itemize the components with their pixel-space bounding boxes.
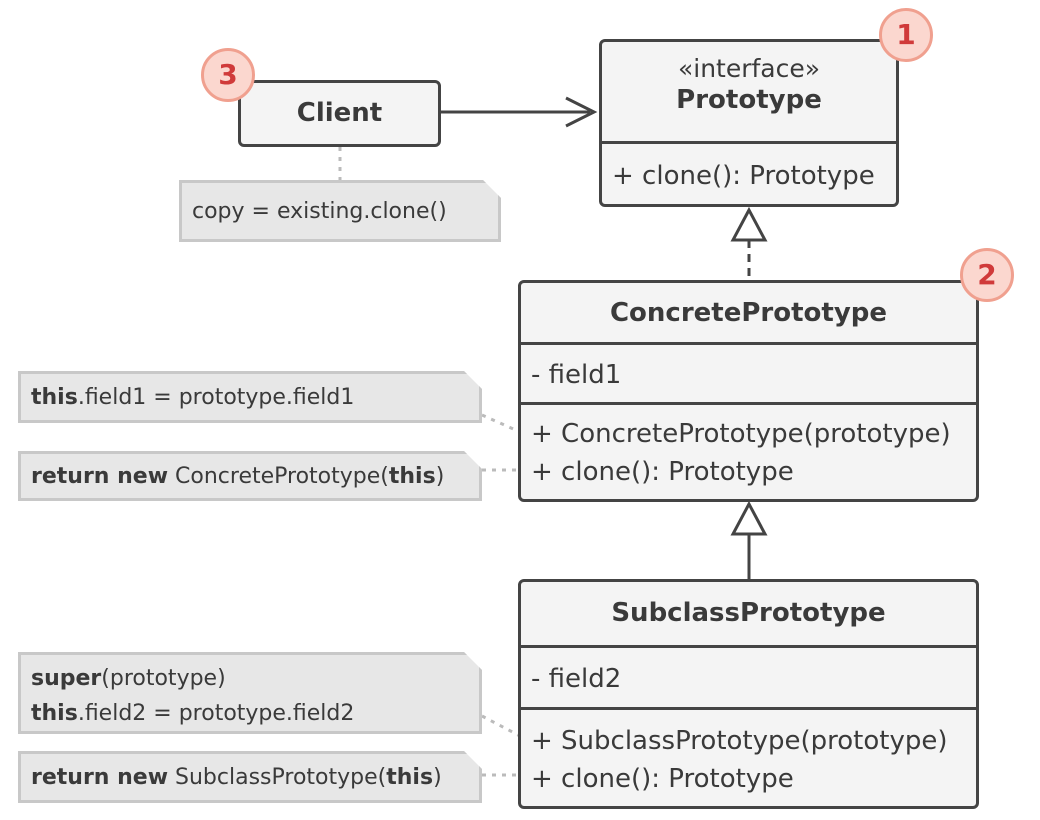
sub-ctor-note-kw1: super xyxy=(31,666,102,691)
concrete-method-clone: + clone(): Prototype xyxy=(531,457,794,487)
sub-ctor-note-connector xyxy=(481,714,521,738)
sub-clone-note-mid: SubclassPrototype( xyxy=(168,765,387,790)
concrete-header: ConcretePrototype xyxy=(521,283,976,345)
concrete-clone-note-kw: return new xyxy=(31,464,169,489)
realization-triangle xyxy=(730,206,768,242)
concrete-fields: - field1 xyxy=(521,345,976,405)
client-class[interactable]: Client xyxy=(238,80,441,147)
subclass-method-clone: + clone(): Prototype xyxy=(531,764,794,794)
concrete-ctor-note: this.field1 = prototype.field1 xyxy=(18,371,482,423)
client-note: copy = existing.clone() xyxy=(179,180,501,242)
concrete-methods: + ConcretePrototype(prototype) + clone()… xyxy=(521,405,976,499)
sub-ctor-note: super(prototype) this.field2 = prototype… xyxy=(18,652,482,734)
subclass-methods: + SubclassPrototype(prototype) + clone()… xyxy=(521,710,976,806)
association-arrowhead xyxy=(565,96,598,128)
concrete-clone-note-end: ) xyxy=(435,464,445,489)
prototype-title: Prototype xyxy=(676,85,822,115)
concrete-clone-note-mid: ConcretePrototype( xyxy=(168,464,389,489)
concrete-title: ConcretePrototype xyxy=(609,298,888,328)
subclass-prototype-class[interactable]: SubclassPrototype - field2 + SubclassPro… xyxy=(518,579,979,809)
client-note-text: copy = existing.clone() xyxy=(192,199,447,224)
badge-1: 1 xyxy=(879,8,933,62)
inheritance-triangle xyxy=(730,500,768,536)
subclass-header: SubclassPrototype xyxy=(521,582,976,648)
subclass-method-ctor: + SubclassPrototype(prototype) xyxy=(531,726,948,756)
sub-clone-note-end: ) xyxy=(433,765,442,790)
sub-clone-note-kw2: this xyxy=(386,765,434,790)
concrete-field1: - field1 xyxy=(531,360,622,390)
badge-3: 3 xyxy=(201,48,255,102)
concrete-ctor-note-kw: this xyxy=(31,385,78,410)
concrete-method-ctor: + ConcretePrototype(prototype) xyxy=(531,419,951,449)
sub-ctor-note-kw2: this xyxy=(31,701,78,726)
client-title: Client xyxy=(296,98,383,128)
prototype-methods: + clone(): Prototype xyxy=(602,144,896,204)
badge-2: 2 xyxy=(960,248,1014,302)
concrete-ctor-note-connector xyxy=(481,413,521,434)
prototype-method-clone: + clone(): Prototype xyxy=(612,161,875,191)
sub-ctor-note-rest1: (prototype) xyxy=(101,666,226,691)
sub-ctor-note-line1: super(prototype) xyxy=(31,661,479,696)
concrete-ctor-note-rest: .field1 = prototype.field1 xyxy=(77,385,355,410)
subclass-title: SubclassPrototype xyxy=(611,598,886,628)
sub-clone-note: return new SubclassPrototype(this) xyxy=(18,751,482,803)
prototype-interface[interactable]: «interface» Prototype + clone(): Prototy… xyxy=(599,39,899,207)
concrete-clone-note: return new ConcretePrototype(this) xyxy=(18,451,482,501)
prototype-header: «interface» Prototype xyxy=(602,42,896,144)
concrete-clone-note-kw2: this xyxy=(388,464,436,489)
subclass-fields: - field2 xyxy=(521,648,976,710)
sub-clone-note-kw: return new xyxy=(31,765,169,790)
sub-ctor-note-line2: this.field2 = prototype.field2 xyxy=(31,696,479,731)
concrete-prototype-class[interactable]: ConcretePrototype - field1 + ConcretePro… xyxy=(518,280,979,502)
sub-ctor-note-rest2: .field2 = prototype.field2 xyxy=(77,701,355,726)
subclass-field2: - field2 xyxy=(531,664,622,694)
prototype-stereotype: «interface» xyxy=(677,54,821,83)
